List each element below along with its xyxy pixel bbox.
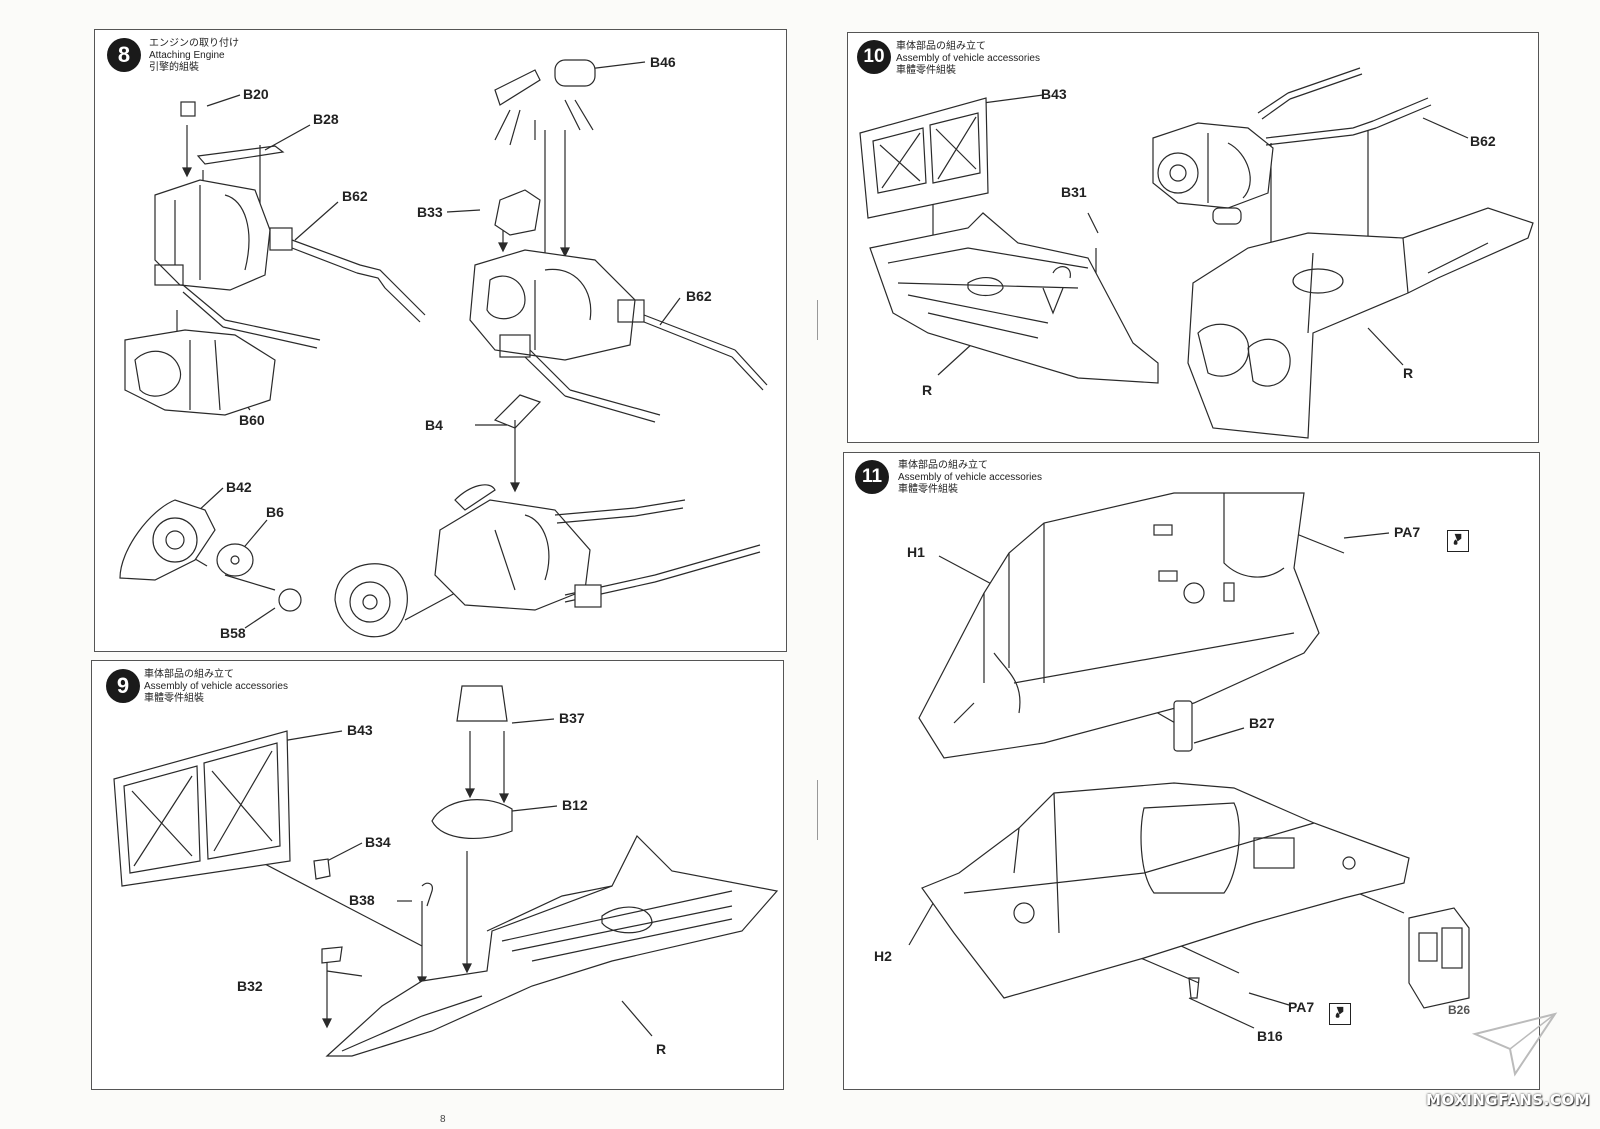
part-label-b20: B20: [243, 86, 269, 102]
step-9-title-cn: 車體零件組裝: [144, 693, 204, 704]
part-label-b6: B6: [266, 504, 284, 520]
step-10-title-en: Assembly of vehicle accessories: [896, 53, 1040, 64]
part-label-r-left: R: [922, 382, 933, 398]
part-label-h2: H2: [874, 948, 892, 964]
part-label-b26: B26: [1448, 1003, 1471, 1017]
paint-drop-icon: [1329, 1003, 1351, 1025]
part-label-b27: B27: [1249, 715, 1275, 731]
paper-plane-logo-icon: [1471, 1012, 1558, 1077]
part-label-r: R: [656, 1041, 667, 1057]
step-9-title: 車体部品の組み立て Assembly of vehicle accessorie…: [144, 669, 288, 705]
step-8-number: 8: [107, 38, 141, 72]
step-9-title-en: Assembly of vehicle accessories: [144, 681, 288, 692]
step-10-title: 車体部品の組み立て Assembly of vehicle accessorie…: [896, 41, 1040, 77]
step-11-title-cn: 車體零件組裝: [898, 484, 958, 495]
part-label-b31: B31: [1061, 184, 1087, 200]
step-11-title-jp: 車体部品の組み立て: [898, 460, 988, 471]
paint-drop-icon: [1335, 1006, 1344, 1018]
step-11-title-en: Assembly of vehicle accessories: [898, 472, 1042, 483]
step-9-illustration: [113, 685, 779, 1057]
part-label-b4: B4: [425, 417, 443, 433]
part-label-b38: B38: [349, 892, 375, 908]
part-label-b62-right: B62: [686, 288, 712, 304]
step-8-title-jp: エンジンの取り付け: [149, 38, 239, 49]
part-label-b42: B42: [226, 479, 252, 495]
step-10-panel: 10 車体部品の組み立て Assembly of vehicle accesso…: [847, 32, 1539, 443]
step-11-illustration: [908, 492, 1470, 1029]
paint-drop-icon: [1447, 530, 1469, 552]
part-label-h1: H1: [907, 544, 925, 560]
step-10-title-jp: 車体部品の組み立て: [896, 41, 986, 52]
part-label-b37: B37: [559, 710, 585, 726]
paint-drop-icon: [1453, 533, 1462, 545]
fold-mark: [817, 780, 818, 840]
part-label-r-right: R: [1403, 365, 1414, 381]
step-8-title: エンジンの取り付け Attaching Engine 引擎的組裝: [149, 38, 239, 74]
part-label-pa7-upper: PA7: [1394, 524, 1421, 540]
fold-mark: [817, 300, 818, 340]
step-10-title-cn: 車體零件組裝: [896, 65, 956, 76]
step-9-panel: 9 車体部品の組み立て Assembly of vehicle accessor…: [91, 660, 784, 1090]
part-label-b58: B58: [220, 625, 246, 641]
part-label-b28: B28: [313, 111, 339, 127]
part-label-b62: B62: [1470, 133, 1496, 149]
step-10-number: 10: [857, 40, 891, 74]
part-label-b62: B62: [342, 188, 368, 204]
step-11-title: 車体部品の組み立て Assembly of vehicle accessorie…: [898, 460, 1042, 496]
part-label-b60: B60: [239, 412, 265, 428]
page-number: 8: [440, 1114, 446, 1125]
step-8-panel: 8 エンジンの取り付け Attaching Engine 引擎的組裝: [94, 29, 787, 652]
step-8-illustration: [119, 59, 768, 638]
part-label-b34: B34: [365, 834, 391, 850]
part-label-b43: B43: [1041, 86, 1067, 102]
step-10-illustration: [859, 67, 1534, 439]
part-label-b33: B33: [417, 204, 443, 220]
step-11-number: 11: [855, 460, 889, 494]
step-8-title-cn: 引擎的組裝: [149, 62, 199, 73]
step-11-panel: 11 車体部品の組み立て Assembly of vehicle accesso…: [843, 452, 1540, 1090]
part-label-b32: B32: [237, 978, 263, 994]
part-label-b16: B16: [1257, 1028, 1283, 1044]
part-label-pa7-lower: PA7: [1288, 999, 1315, 1015]
part-label-b43: B43: [347, 722, 373, 738]
step-8-title-en: Attaching Engine: [149, 50, 225, 61]
part-label-b46: B46: [650, 54, 676, 70]
watermark-text: MOXINGFANS.COM: [1425, 1091, 1590, 1109]
step-9-title-jp: 車体部品の組み立て: [144, 669, 234, 680]
step-9-number: 9: [106, 669, 140, 703]
part-label-b12: B12: [562, 797, 588, 813]
